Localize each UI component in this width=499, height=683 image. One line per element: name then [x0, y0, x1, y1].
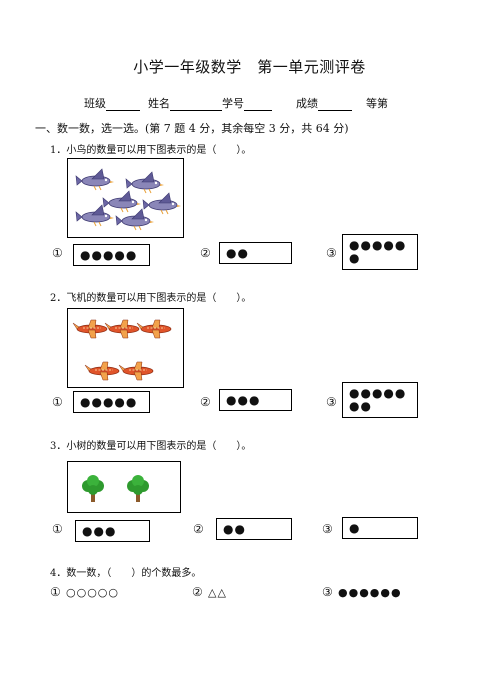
- q4-option-2[interactable]: △△: [208, 586, 227, 599]
- q1-option-2[interactable]: ●●: [219, 242, 292, 264]
- name-field: 姓名: [148, 95, 222, 111]
- q2-option-3-line-1: ●●●●●: [349, 386, 407, 400]
- q4-option-1[interactable]: ○○○○○: [66, 586, 119, 599]
- tree-2: [127, 475, 149, 502]
- q2-option-2-number: ②: [200, 395, 211, 409]
- score-field: 成绩: [296, 95, 352, 111]
- q3-option-3[interactable]: ●: [342, 517, 418, 539]
- q3-option-3-number: ③: [322, 522, 333, 536]
- question-3-text: 3．小树的数量可以用下图表示的是（ ）。: [50, 441, 252, 452]
- q2-option-1[interactable]: ●●●●●: [73, 391, 150, 413]
- score-blank[interactable]: [318, 99, 352, 111]
- name-blank[interactable]: [170, 99, 222, 111]
- tree-1: [82, 475, 104, 502]
- q2-option-3-line-2: ●●: [349, 399, 372, 413]
- tree-picture: [67, 461, 181, 513]
- section-heading: 一、数一数，选一选。(第 7 题 4 分，其余每空 3 分，共 64 分): [35, 122, 349, 135]
- q1-option-3-number: ③: [326, 246, 337, 260]
- q3-option-1-number: ①: [52, 522, 63, 536]
- q1-option-3[interactable]: ●●●●● ●: [342, 234, 418, 270]
- question-1-text: 1．小鸟的数量可以用下图表示的是（ ）。: [50, 145, 252, 156]
- class-blank[interactable]: [106, 99, 140, 111]
- bird-4: [142, 192, 182, 215]
- q4-option-2-number: ②: [192, 585, 203, 599]
- id-label: 学号: [222, 97, 244, 110]
- plane-3: [136, 319, 172, 339]
- q1-option-2-number: ②: [200, 246, 211, 260]
- q4-option-3[interactable]: ●●●●●●: [338, 586, 402, 599]
- id-field: 学号: [222, 95, 272, 111]
- q2-option-3-number: ③: [326, 395, 337, 409]
- q4-option-3-number: ③: [322, 585, 333, 599]
- plane-1: [72, 319, 108, 339]
- q2-option-2[interactable]: ●●●: [219, 389, 292, 411]
- name-label: 姓名: [148, 97, 170, 110]
- question-4-text: 4．数一数，（ ）的个数最多。: [50, 568, 202, 579]
- q1-option-3-line-1: ●●●●●: [349, 238, 407, 252]
- planes-image: [72, 319, 172, 381]
- bird-2: [125, 171, 165, 194]
- plane-4: [84, 361, 120, 381]
- bird-1: [75, 168, 115, 191]
- id-blank[interactable]: [244, 99, 272, 111]
- plane-2: [104, 319, 140, 339]
- q1-option-1-number: ①: [52, 246, 63, 260]
- bird-6: [115, 208, 155, 231]
- class-label: 班级: [84, 97, 106, 110]
- page-title: 小学一年级数学 第一单元测评卷: [133, 58, 366, 76]
- trees-image: [82, 475, 149, 502]
- bird-5: [75, 204, 115, 227]
- score-label: 成绩: [296, 97, 318, 110]
- q4-option-1-number: ①: [50, 585, 61, 599]
- q3-option-1[interactable]: ●●●: [75, 520, 150, 542]
- rank-label: 等第: [366, 97, 388, 110]
- bird-picture: [67, 158, 184, 238]
- q3-option-2-number: ②: [193, 522, 204, 536]
- class-field: 班级: [84, 95, 140, 111]
- q3-option-2[interactable]: ●●: [216, 518, 292, 540]
- plane-picture: [67, 308, 184, 388]
- q1-option-3-line-2: ●: [349, 251, 361, 265]
- birds-image: [75, 168, 182, 231]
- q2-option-3[interactable]: ●●●●● ●●: [342, 382, 418, 418]
- q2-option-1-number: ①: [52, 395, 63, 409]
- q1-option-1[interactable]: ●●●●●: [73, 244, 150, 266]
- question-2-text: 2．飞机的数量可以用下图表示的是（ ）。: [50, 293, 252, 304]
- plane-5: [118, 361, 154, 381]
- bird-3: [102, 190, 142, 213]
